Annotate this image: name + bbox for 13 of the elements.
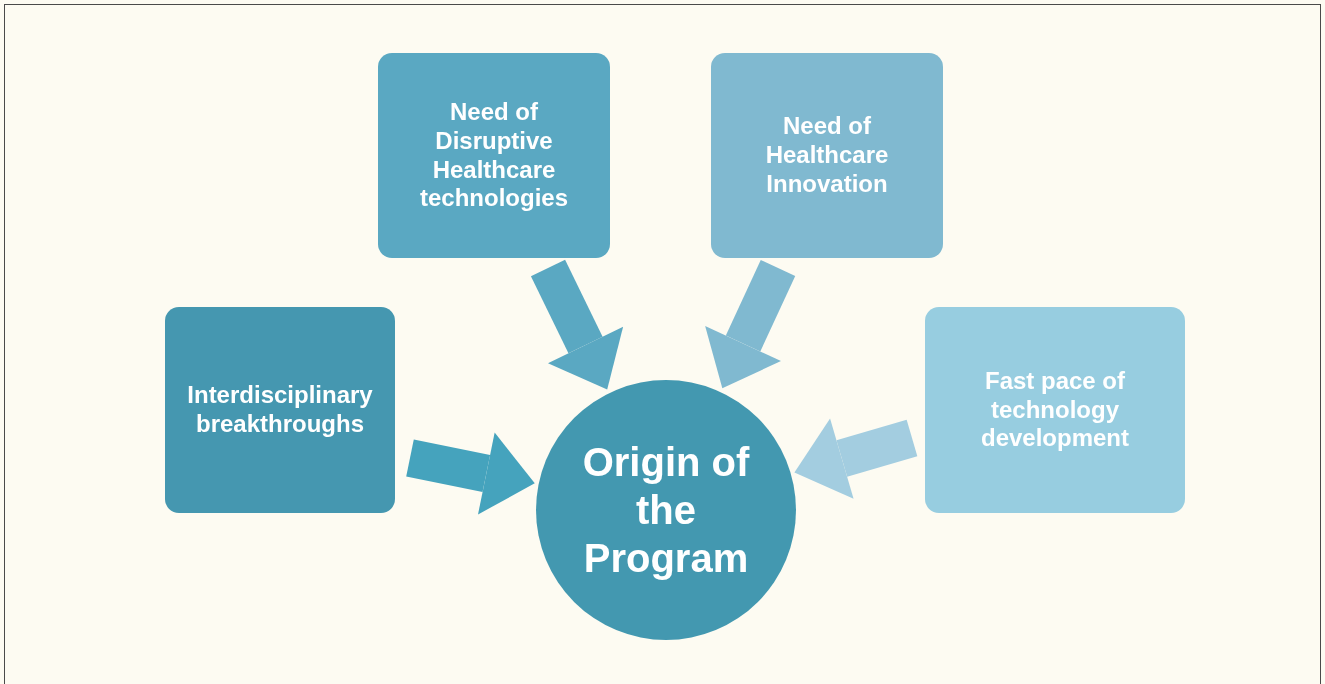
cause-box [711, 53, 943, 258]
box-label: Fast pace of technology development [980, 366, 1130, 454]
cause-box [925, 307, 1185, 513]
block-arrow [406, 432, 535, 515]
block-arrow [794, 418, 918, 499]
block-arrow [705, 260, 796, 389]
cause-box [378, 53, 610, 258]
cause-box [165, 307, 395, 513]
block-arrow [530, 259, 624, 390]
circle-title: Origin of the Program [581, 439, 751, 582]
box-label: Interdisciplinary breakthroughs [186, 381, 374, 439]
box-label: Need of Healthcare Innovation [764, 112, 890, 199]
box-label: Need of Disruptive Healthcare technologies [419, 97, 569, 214]
